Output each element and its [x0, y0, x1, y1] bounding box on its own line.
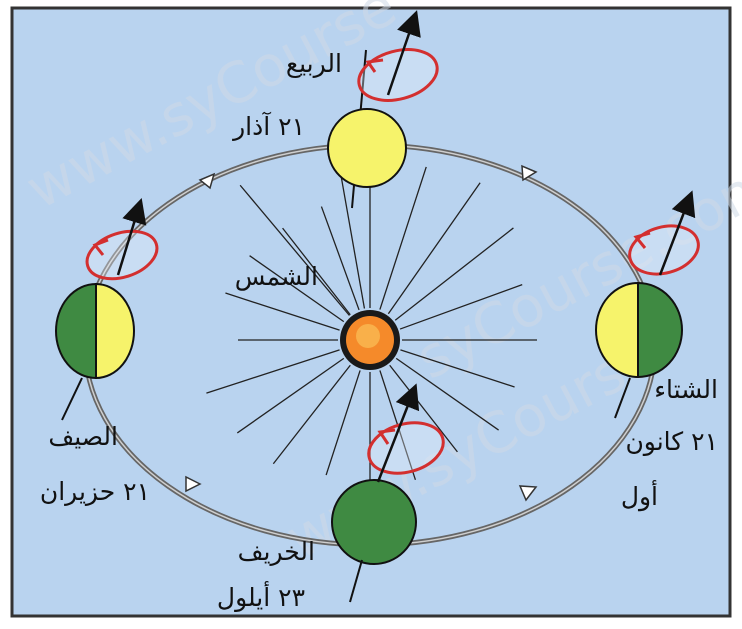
- label-winter-date-2: أول: [621, 479, 658, 512]
- label-spring: الربيع: [286, 49, 342, 79]
- label-spring-date: ٢١ آذار: [231, 111, 305, 141]
- label-summer: الصيف: [48, 422, 118, 451]
- label-winter: الشتاء: [654, 375, 718, 404]
- sun: [340, 310, 400, 370]
- label-autumn-date: ٢٣ أيلول: [217, 580, 305, 612]
- label-autumn: الخريف: [238, 537, 315, 566]
- label-winter-date: ٢١ كانون: [625, 427, 718, 456]
- label-sun: الشمس: [235, 262, 318, 291]
- label-summer-date: ٢١ حزيران: [40, 477, 150, 506]
